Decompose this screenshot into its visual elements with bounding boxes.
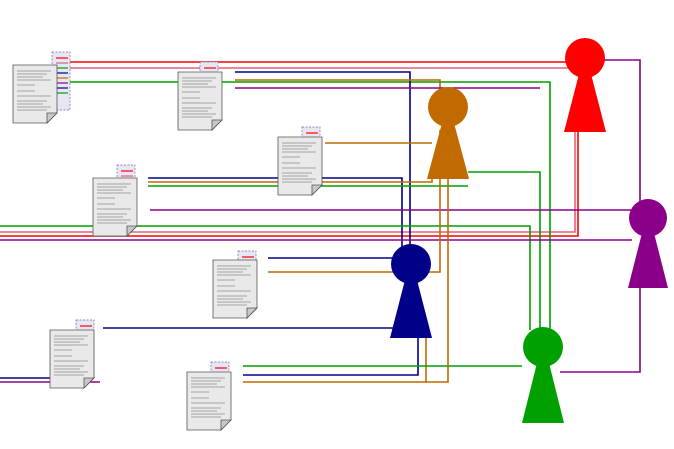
connection-line-green (70, 81, 551, 330)
connection-line-red (70, 58, 586, 63)
person-purple[interactable] (628, 199, 668, 288)
person-orange[interactable] (427, 87, 469, 179)
person-head (428, 87, 468, 127)
person-head (523, 327, 563, 367)
document-icon (277, 136, 323, 196)
document-icon (212, 259, 258, 319)
connection-line-navy (235, 71, 411, 250)
person-head (629, 199, 667, 237)
connection-line-green (468, 171, 541, 330)
connection-line-red (0, 120, 579, 237)
connection-line-pink (0, 120, 576, 233)
document-icon (92, 177, 138, 237)
document-icon (49, 329, 95, 389)
document-5[interactable] (212, 250, 258, 319)
document-3[interactable] (277, 126, 323, 196)
connection-line-purple (560, 280, 641, 373)
connection-line-orange (426, 130, 449, 383)
connection-line-green (0, 225, 531, 330)
documents (12, 51, 323, 431)
person-green[interactable] (522, 327, 564, 423)
connection-line-navy (243, 320, 419, 376)
person-navy[interactable] (390, 244, 432, 338)
document-2[interactable] (177, 61, 223, 131)
person-body (564, 74, 606, 132)
document-icon (12, 64, 58, 124)
document-icon (177, 71, 223, 131)
person-body (390, 280, 432, 338)
document-1[interactable] (12, 51, 71, 124)
person-body (522, 363, 564, 423)
people (390, 38, 668, 423)
person-red[interactable] (564, 38, 606, 132)
document-7[interactable] (186, 361, 232, 431)
document-4[interactable] (92, 164, 138, 237)
person-body (628, 233, 668, 288)
person-head (565, 38, 605, 78)
document-6[interactable] (49, 319, 95, 389)
person-body (427, 123, 469, 179)
person-head (391, 244, 431, 284)
document-icon (186, 371, 232, 431)
